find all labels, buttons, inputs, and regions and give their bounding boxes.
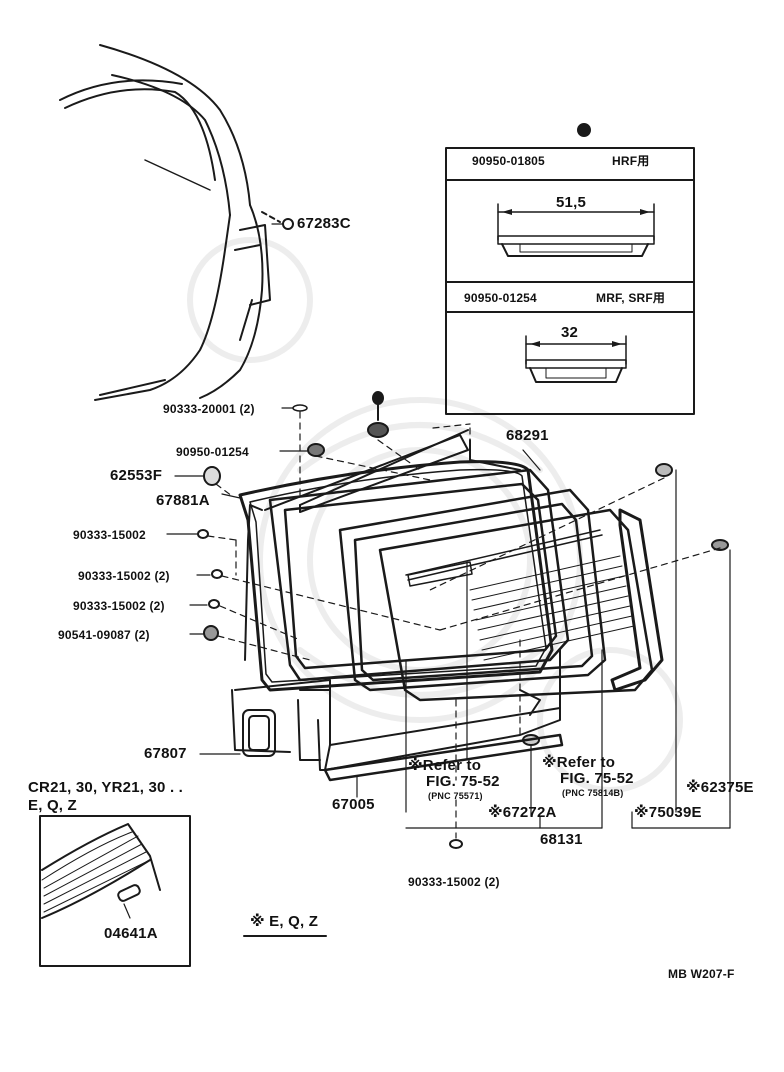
part-label-67272A: ※67272A: [488, 804, 557, 821]
footnote: ※ E, Q, Z: [250, 913, 319, 930]
inset-part-1: 90950-01805: [472, 154, 545, 168]
part-label-75039E: ※75039E: [634, 804, 702, 821]
part-label-62553F: 62553F: [110, 467, 163, 484]
reference-2-line1: ※Refer to: [542, 754, 616, 771]
outer-moulding-68131: [610, 508, 664, 692]
inset-part-2: 90950-01254: [464, 291, 537, 305]
inset-note-1: HRF用: [612, 154, 650, 168]
back-door-panel: [231, 429, 561, 771]
inset-dimension-2: 32: [561, 324, 579, 341]
inset-table: [445, 123, 695, 415]
part-label-90333-15002: 90333-15002: [73, 528, 146, 542]
part-label-90333-20001: 90333-20001 (2): [163, 402, 255, 416]
reference-2-line2: FIG. 75-52: [560, 770, 634, 787]
part-label-67283C: 67283C: [297, 215, 351, 232]
part-label-90541-09087: 90541-09087 (2): [58, 628, 150, 642]
reference-1-line3: (PNC 75571): [428, 791, 483, 801]
glass-frame-2: [338, 488, 607, 692]
moulding-67005: [323, 733, 564, 782]
inset-note-2: MRF, SRF用: [596, 291, 666, 305]
reference-1-line2: FIG. 75-52: [426, 773, 500, 790]
part-label-62375E: ※62375E: [686, 779, 754, 796]
part-label-67005: 67005: [332, 796, 375, 813]
variant-regions: E, Q, Z: [28, 797, 77, 814]
part-label-90333-15002-2c: 90333-15002 (2): [408, 875, 500, 889]
part-label-90333-15002-2b: 90333-15002 (2): [73, 599, 165, 613]
variant-models: CR21, 30, YR21, 30 . .: [28, 779, 184, 796]
part-label-90333-15002-2a: 90333-15002 (2): [78, 569, 170, 583]
inset-dimension-1: 51,5: [556, 194, 586, 211]
clip-67283C: [282, 218, 294, 230]
variant-box: [39, 815, 191, 967]
part-label-68291: 68291: [506, 427, 549, 444]
part-label-90950-01254: 90950-01254: [176, 445, 249, 459]
watermark: [187, 237, 683, 793]
weatherstrip-67881A: [238, 460, 554, 692]
reference-2-line3: (PNC 75814B): [562, 788, 624, 798]
part-label-67807: 67807: [144, 745, 187, 762]
dashed-guides: [207, 411, 721, 839]
part-label-67881A: 67881A: [156, 492, 210, 509]
leader-lines: [166, 223, 731, 829]
page-code: MB W207-F: [668, 967, 735, 981]
car-body-outline: [59, 44, 281, 401]
glass-frame-1: [268, 468, 570, 682]
part-label-04641A: 04641A: [104, 925, 158, 942]
part-label-68131: 68131: [540, 831, 583, 848]
reference-1-line1: ※Refer to: [408, 757, 482, 774]
